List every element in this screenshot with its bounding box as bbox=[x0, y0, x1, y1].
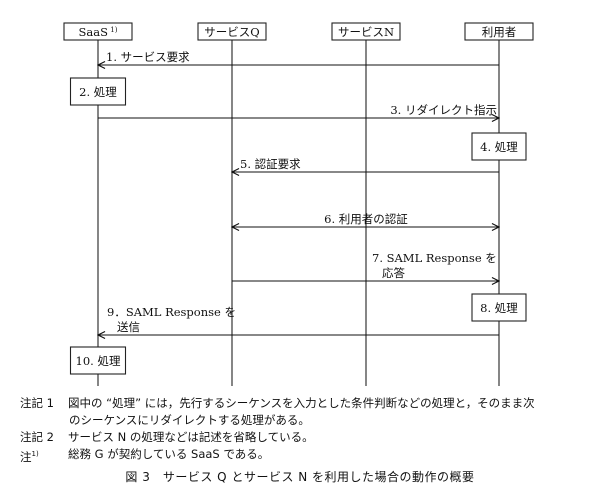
sequence-diagram: SaaS 1) サービスQ サービスN 利用者 1. サービス要求 3. リダイレクト指… bbox=[63, 22, 534, 386]
participant-name: サービスQ bbox=[204, 25, 259, 39]
participant-box-q bbox=[197, 22, 267, 41]
footnote-mark: 1) bbox=[108, 26, 118, 34]
process-label-4: 4. 処理 bbox=[480, 140, 518, 154]
message-label-9: 送信 bbox=[117, 320, 140, 334]
process-label-8: 8. 処理 bbox=[480, 301, 518, 315]
participant-name: 利用者 bbox=[482, 25, 517, 39]
note-text: 図中の “処理” には，先行するシーケンスを入力とした条件判断などの処理と，その… bbox=[68, 396, 535, 410]
notes: 注記 1 図中の “処理” には，先行するシーケンスを入力とした条件判断などの処… bbox=[20, 395, 595, 466]
process-box-10 bbox=[69, 346, 127, 375]
note-text: のシーケンスにリダイレクトする処理がある。 bbox=[69, 413, 310, 427]
message-label-7: 7. SAML Response を bbox=[372, 251, 497, 265]
participant-name: サービスN bbox=[338, 25, 394, 39]
participant-label-n: サービスN bbox=[338, 25, 394, 39]
note-key-text: 注 bbox=[20, 449, 32, 464]
process-label-10: 10. 処理 bbox=[76, 354, 121, 368]
process-box-8 bbox=[471, 293, 527, 322]
note-footnote: 注1) 総務 G が契約している SaaS である。 bbox=[20, 446, 595, 466]
note-key: 注1) bbox=[20, 446, 68, 466]
note-text: 総務 G が契約している SaaS である。 bbox=[68, 447, 270, 461]
message-label-3: 3. リダイレクト指示 bbox=[390, 103, 497, 117]
participant-name: SaaS bbox=[79, 25, 109, 39]
process-box-4 bbox=[471, 132, 527, 161]
note-1-continuation: のシーケンスにリダイレクトする処理がある。 bbox=[20, 412, 595, 429]
participant-box-n bbox=[331, 22, 401, 41]
message-label-9: 9．SAML Response を bbox=[107, 305, 236, 319]
participant-label-user: 利用者 bbox=[482, 25, 517, 39]
participant-label-saas: SaaS 1) bbox=[79, 25, 118, 39]
participant-label-q: サービスQ bbox=[204, 25, 259, 39]
message-label-5: 5. 認証要求 bbox=[240, 157, 301, 171]
figure-caption: 図 3 サービス Q とサービス N を利用した場合の動作の概要 bbox=[125, 470, 475, 484]
participant-headers: SaaS 1) サービスQ サービスN 利用者 bbox=[63, 22, 534, 41]
messages: 1. サービス要求 3. リダイレクト指示 5. 認証要求 6. 利用者の認証 7. S… bbox=[98, 50, 499, 335]
process-box-2 bbox=[69, 77, 127, 106]
note-1: 注記 1 図中の “処理” には，先行するシーケンスを入力とした条件判断などの処… bbox=[20, 395, 595, 412]
message-label-6: 6. 利用者の認証 bbox=[324, 212, 408, 226]
message-label-7: 応答 bbox=[382, 266, 405, 280]
footnote-mark: 1) bbox=[31, 450, 39, 458]
participant-box-user bbox=[464, 22, 534, 41]
lifelines bbox=[97, 40, 500, 386]
process-boxes: 2. 処理 4. 処理 8. 処理 10. 処理 bbox=[69, 77, 527, 375]
note-text: サービス N の処理などは記述を省略している。 bbox=[68, 430, 314, 444]
message-label-1: 1. サービス要求 bbox=[106, 50, 190, 64]
note-2: 注記 2 サービス N の処理などは記述を省略している。 bbox=[20, 429, 595, 446]
process-label-2: 2. 処理 bbox=[79, 85, 117, 99]
note-key: 注記 2 bbox=[20, 430, 54, 444]
note-key: 注記 1 bbox=[20, 396, 54, 410]
participant-box-saas bbox=[63, 22, 133, 41]
